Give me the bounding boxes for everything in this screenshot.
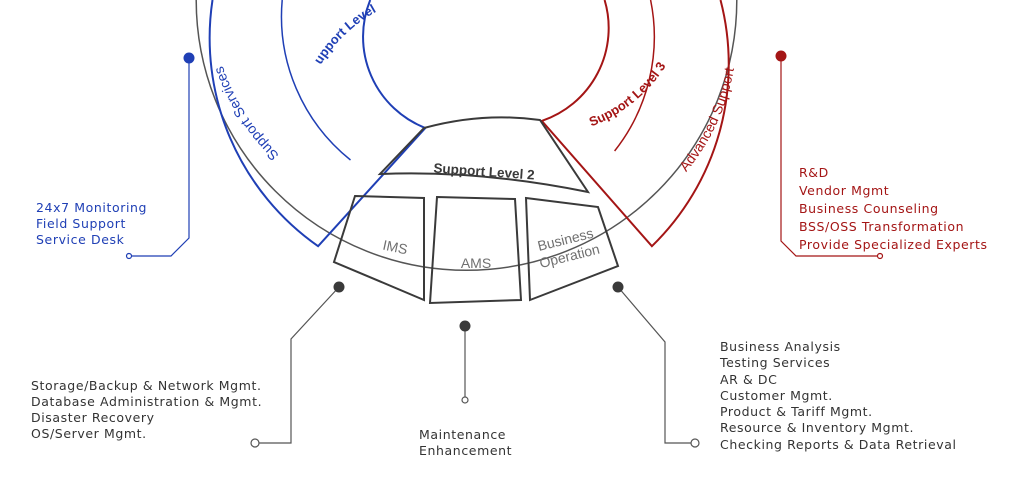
list-item: Enhancement xyxy=(419,443,513,458)
level3-connector xyxy=(780,56,880,257)
list-item: Maintenance xyxy=(419,427,507,442)
list-item: R&D xyxy=(799,165,829,180)
list-item: Checking Reports & Data Retrieval xyxy=(720,436,957,452)
ims-connector-end xyxy=(250,438,260,448)
list-item: Business Counseling xyxy=(799,201,939,216)
bizop-callout-list: Business Analysis Testing Services AR & … xyxy=(720,339,957,453)
list-item: Provide Specialized Experts xyxy=(799,237,988,252)
level1-divider-arc xyxy=(280,0,351,161)
ams-segment xyxy=(428,195,523,305)
list-item: AR & DC xyxy=(720,371,778,387)
list-item: Product & Tariff Mgmt. xyxy=(720,404,873,420)
list-item: Testing Services xyxy=(720,355,831,371)
outer-ring xyxy=(195,0,738,272)
ims-connector-dot xyxy=(333,281,345,293)
level1-callout-list: 24x7 Monitoring Field Support Service De… xyxy=(36,200,147,248)
ims-callout-list: Storage/Backup & Network Mgmt. Database … xyxy=(31,378,262,442)
ims-connector xyxy=(258,286,340,444)
bizop-connector-dot xyxy=(612,281,624,293)
bizop-connector xyxy=(617,286,691,444)
list-item: Storage/Backup & Network Mgmt. xyxy=(31,378,262,393)
list-item: Service Desk xyxy=(36,232,125,247)
list-item: BSS/OSS Transformation xyxy=(799,219,965,234)
level3-callout-list: R&D Vendor Mgmt Business Counseling BSS/… xyxy=(799,164,988,254)
level3-connector-end xyxy=(876,252,884,260)
ims-segment xyxy=(332,194,425,302)
bizop-label: BusinessOperation xyxy=(534,224,602,271)
list-item: Business Analysis xyxy=(720,339,841,354)
level1-connector-dot xyxy=(183,52,195,64)
list-item: OS/Server Mgmt. xyxy=(31,426,147,441)
level1-connector xyxy=(129,58,190,257)
list-item: Database Administration & Mgmt. xyxy=(31,394,263,409)
level3-connector-dot xyxy=(775,50,787,62)
list-item: Field Support xyxy=(36,216,127,231)
ams-callout-list: Maintenance Enhancement xyxy=(419,427,512,459)
bizop-connector-end xyxy=(690,438,700,448)
list-item: Customer Mgmt. xyxy=(720,387,833,403)
level1-segment xyxy=(208,0,428,248)
list-item: Resource & Inventory Mgmt. xyxy=(720,420,915,436)
list-item: Vendor Mgmt xyxy=(799,183,890,198)
level3-divider-arc xyxy=(614,0,656,152)
list-item: Disaster Recovery xyxy=(31,410,155,425)
ims-label: IMS xyxy=(381,237,409,258)
ams-connector-end xyxy=(461,396,469,404)
level1-connector-end xyxy=(125,252,133,260)
level3-segment xyxy=(540,0,730,248)
level2-label: Support Level 2 xyxy=(433,160,535,182)
level2-segment xyxy=(377,116,591,194)
bizop-segment xyxy=(524,196,620,302)
level3-outer-label: Advanced Support xyxy=(676,66,737,174)
ams-label: AMS xyxy=(461,255,491,271)
list-item: 24x7 Monitoring xyxy=(36,200,148,215)
ams-connector-dot xyxy=(459,320,471,332)
